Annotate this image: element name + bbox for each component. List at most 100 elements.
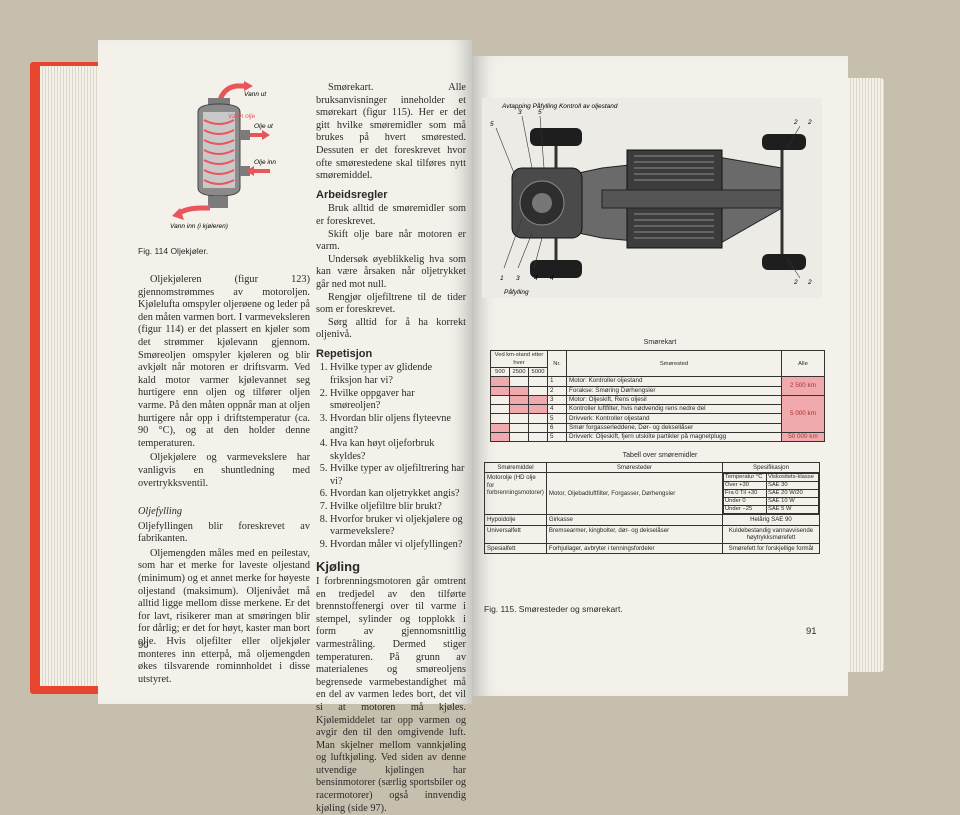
smk-text: Motor: Kontroller oljestand [566,376,782,387]
tom-header: Smøresteder [545,461,724,474]
rule-3: Undersøk øyeblikkelig hva som kan være å… [316,253,466,290]
smk-nr: 3 [547,394,567,406]
table-row: 4 Kontroller luftfilter, hvis nødvendig … [490,404,825,415]
smk-text: Motor: Oljeskift, Rens oljesil [566,394,782,406]
chassis-label-top: Avtapping Påfylling Kontroll av oljestan… [501,102,618,110]
fig114-label-vann-ut: Vann ut [244,91,267,98]
tom-cell: Forhjullager, avbryter i tenningsfordele… [545,542,724,555]
chassis-num: 2 [807,279,812,286]
spec-cell: SAE 10 W [765,497,820,507]
paragraph-oljefylling-2: Oljemengden måles med en peilestav, som … [138,547,310,685]
smoremidler-title: Tabell over smøremidler [622,452,698,459]
page-number-left: 90 [138,640,149,651]
spec-cell: SAE 5 W [765,505,820,515]
smk-sub-header: 5000 [528,366,548,378]
question-item: Hvordan blir oljens flyteevne angitt? [330,413,466,438]
smk-interval-header: Ved km-stand etter hver [490,350,548,368]
smk-nr: 5 [547,432,567,443]
spec-cell: SAE 30 [765,481,820,491]
smk-alle-header: Alle [781,349,825,378]
smk-nr: 1 [547,376,567,387]
smk-text: Kontroller luftfilter, hvis nødvendig re… [566,404,782,415]
spec-sub-header: Viskositets-klasse [765,473,820,483]
smorekart-title: Smørekart [643,339,677,346]
smk-nr: 5 [547,413,567,424]
tom-cell: Girkasse [545,514,724,526]
spec-cell: SAE 20 W/20 [765,489,820,499]
chassis-num: 5 [538,109,542,116]
smk-alle: 50 000 km [781,432,825,443]
smk-alle: 5 000 km [781,394,825,434]
smk-sub-header: 500 [490,366,510,378]
rule-2: Skift olje bare når motoren er varm. [316,228,466,253]
question-list: Hvilke typer av glidende friksjon har vi… [316,362,466,551]
tom-cell: Helårig SAE 90 [722,514,820,526]
heading-repetisjon: Repetisjon [316,347,373,360]
fig115-caption: Fig. 115. Smøresteder og smørekart. [484,604,623,614]
table-row: Motorolje (HD olje for forbrenningsmotor… [484,472,820,516]
table-row: 2 Forakse: Smøring Dørhengsler [490,385,825,396]
left-page: Vann ut Varm olje Olje ut Olje inn Vann … [98,40,472,814]
tom-cell: Spesialfett [484,542,547,555]
chassis-label-bottom: Påfylling [504,288,529,296]
question-item: Hvordan kan oljetrykket angis? [330,488,466,501]
right-page: Avtapping Påfylling Kontroll av oljestan… [472,56,848,696]
heading-oljefylling: Oljefylling [138,506,183,518]
chassis-num: 3 [518,109,522,116]
tom-cell: Universalfett [484,524,547,544]
spec-cell: Under 0 [723,497,767,507]
tom-header: Smøremiddel [484,461,547,474]
question-item: Hva kan høyt oljeforbruk skyldes? [330,438,466,463]
smk-nr-header: Nr. [547,349,567,378]
chassis-num: 2 [807,119,812,126]
chassis-num: 4 [534,275,538,282]
tom-cell: Motorolje (HD olje for forbrenningsmotor… [484,472,547,516]
question-item: Hvilke oljefiltre blir brukt? [330,501,466,514]
chassis-num: 5 [490,121,494,128]
chassis-num: 1 [500,275,504,282]
spec-cell: Fra 0 Til +30 [723,489,767,499]
chassis-num: 4 [550,275,554,282]
question-item: Hvilke oppgaver har smøreoljen? [330,388,466,413]
table-row: Hypoidolje Girkasse Helårig SAE 90 [484,514,820,526]
fig114-label-vann-inn: Vann inn (i kjøleren) [170,223,228,230]
heading-arbeidsregler: Arbeidsregler [316,188,388,201]
paragraph-oljefylling-1: Oljefyllingen blir foreskrevet av fabrik… [138,520,310,545]
heading-kjoling: Kjøling [316,559,361,575]
rule-4: Rengjør oljefiltrene til de tider som er… [316,291,466,316]
spec-cell: Under −25 [723,505,767,515]
tom-cell: Kuldebestandig vannavvisende høytrykksmø… [722,524,820,544]
tom-cell: Bremsearmer, kingbolter, dør- og dekselå… [545,524,724,544]
chassis-num: 2 [793,279,798,286]
tom-header: Spesifikasjon [722,461,820,474]
page-number-right: 91 [806,626,817,637]
oil-cooler-figure: Vann ut Varm olje Olje ut Olje inn Vann … [170,81,276,230]
table-row: 3 Motor: Oljeskift, Rens oljesil 5 000 k… [490,394,825,434]
smk-text: Drivverk: Oljeskift, fjern utskilte part… [566,432,782,443]
chassis-diagram: Avtapping Påfylling Kontroll av oljestan… [482,98,822,298]
paragraph-oljekjoler: Oljekjøleren (figur 123) gjennomstrømmes… [138,274,310,449]
smk-text: Forakse: Smøring Dørhengsler [566,385,782,396]
table-row: 1 Motor: Kontroller oljestand 2 500 km [490,376,825,396]
smk-nr: 4 [547,404,567,415]
smk-nr: 2 [547,385,567,396]
fig114-label-olje-inn: Olje inn [254,159,276,166]
table-row: 5 Drivverk: Oljeskift, fjern utskilte pa… [490,432,825,443]
table-row: 6 Smør forgasserleddene, Dør- og deksell… [490,422,825,434]
paragraph-kjoling: I forbrenningsmotoren går omtrent en tre… [316,575,466,814]
smorekart-table: Ved km-stand etter hver Nr. Smørested Al… [490,349,825,443]
smk-nr: 6 [547,422,567,434]
smk-sub-header: 2500 [509,366,529,378]
fig114-label-olje-ut: Olje ut [254,123,274,130]
smk-text: Smør forgasserleddene, Dør- og deksellås… [566,422,782,434]
fig114-label-varm-olje: Varm olje [228,113,256,120]
table-row: Universalfett Bremsearmer, kingbolter, d… [484,524,820,544]
paragraph-shuntledning: Oljekjølere og varmevekslere har vanligv… [138,452,310,489]
question-item: Hvordan måler vi oljefyllingen? [330,539,466,552]
paragraph-smorekart: Smørekart. Alle bruksanvisninger innehol… [316,82,466,182]
left-column-1: Oljekjøleren (figur 123) gjennomstrømmes… [138,274,310,686]
smk-alle: 2 500 km [781,376,825,396]
question-item: Hvilke typer av oljefiltrering har vi? [330,463,466,488]
question-item: Hvorfor bruker vi oljekjølere og varmeve… [330,514,466,539]
